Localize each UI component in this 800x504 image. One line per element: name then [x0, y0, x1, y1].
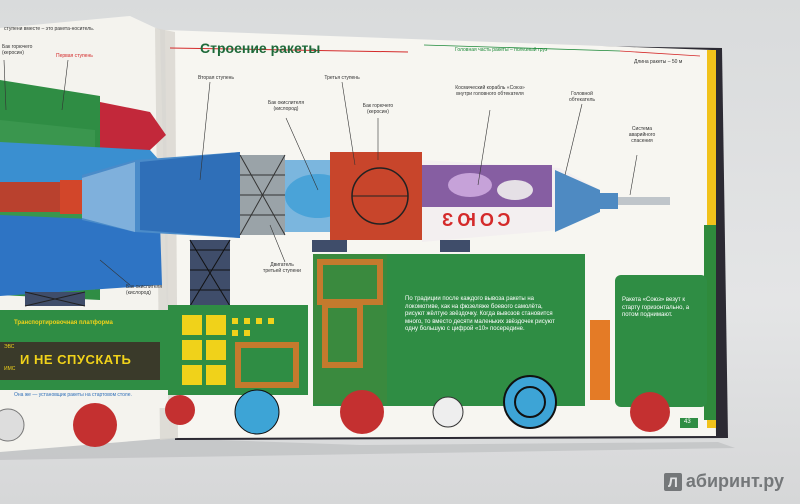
rocket-length-label: Длина ракеты – 50 м — [634, 59, 683, 65]
banner-small-bottom: ИМС — [4, 366, 16, 372]
spacecraft-label: Космический корабль «Союз» внутри головн… — [455, 85, 525, 97]
watermark-text: абиринт.ру — [685, 471, 784, 491]
second-stage-label: Вторая ступень — [197, 75, 235, 81]
watermark: Л абиринт.ру — [663, 471, 784, 492]
third-stage-engine-label: Двигатель третьей ступени — [263, 262, 301, 274]
left-first-stage-label: Первая ступень — [56, 53, 93, 59]
page-number: 43 — [684, 419, 691, 425]
third-stage-label: Третья ступень — [324, 75, 360, 81]
oxidizer-tank-label: Бак окислителя (кислород) — [267, 100, 305, 112]
escape-system-label: Система аварийного спасения — [628, 126, 656, 144]
fuel-tank-label: Бак горючего (керосин) — [362, 103, 394, 115]
page-title: Строение ракеты — [200, 40, 321, 56]
platform-label: Транспортировочная платформа — [14, 320, 113, 326]
soyuz-lettering: СОЮЗ — [438, 210, 511, 230]
left-oxidizer-label: Бак окислителя (кислород) — [126, 284, 163, 296]
banner-text: И НЕ СПУСКАТЬ — [20, 352, 132, 367]
head-part-label: Головная часть ракеты – полезный груз — [455, 47, 548, 53]
left-top-caption: ступени вместе – это ракета-носитель. — [4, 26, 95, 32]
transport-text: Ракета «Союз» везут к старту горизонталь… — [622, 297, 690, 318]
banner-small-top: ЭВС — [4, 344, 15, 350]
tradition-text: По традиции после каждого вывоза ракеты … — [405, 296, 555, 332]
labirint-logo-icon: Л — [663, 472, 682, 491]
left-bottom-caption: Она же — установщик ракеты на стартовом … — [14, 392, 132, 398]
fairing-label: Головной обтекатель — [569, 91, 595, 103]
left-fuel-tank-label: Бак горючего (керосин) — [2, 44, 33, 56]
